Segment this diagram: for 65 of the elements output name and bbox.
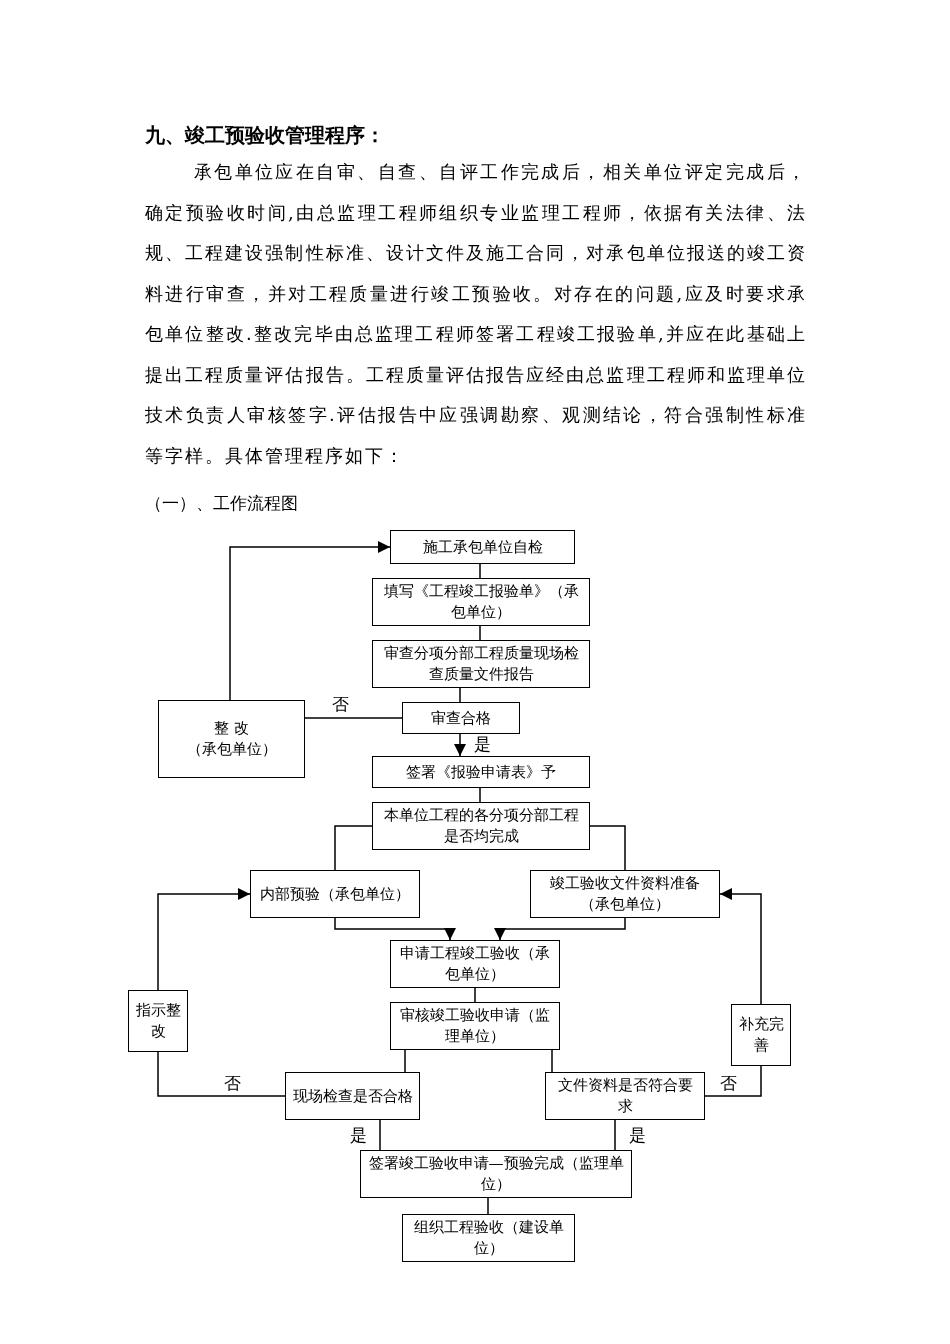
box-text: 内部预验（承包单位） xyxy=(260,883,410,905)
process-box xyxy=(158,700,305,778)
arrow xyxy=(229,541,391,701)
box-text: 整 改 xyxy=(214,718,249,739)
arrow xyxy=(719,888,762,1005)
connector-line xyxy=(487,1197,489,1215)
connector-line xyxy=(614,1119,616,1151)
process-box xyxy=(731,1004,791,1066)
edge-label: 否 xyxy=(718,1073,739,1093)
connector-line xyxy=(551,1049,553,1073)
process-box xyxy=(402,702,520,734)
box-text: 审查合格 xyxy=(431,707,491,729)
box-text: 施工承包单位自检 xyxy=(422,536,543,558)
connector-line xyxy=(589,825,626,871)
box-text: 补充完善 xyxy=(738,1014,784,1056)
connector-line xyxy=(304,717,403,719)
process-box xyxy=(128,990,188,1052)
process-box xyxy=(390,1002,560,1050)
connector-line xyxy=(459,687,461,703)
process-box xyxy=(285,1072,420,1120)
arrow xyxy=(454,733,466,757)
connector-line xyxy=(474,987,476,1003)
connector-line xyxy=(479,625,481,641)
subheading: （一）、工作流程图 xyxy=(145,492,298,515)
edge-label: 否 xyxy=(222,1073,243,1093)
connector-line xyxy=(704,1065,762,1097)
connector-line xyxy=(404,1049,406,1073)
edge-label: 否 xyxy=(330,694,351,714)
process-box xyxy=(372,640,590,688)
process-box xyxy=(390,940,560,988)
connector-line xyxy=(157,1051,286,1097)
box-text: 签署《报验申请表》予 xyxy=(406,761,556,783)
arrow xyxy=(494,917,626,941)
process-box xyxy=(372,756,590,788)
connector-line xyxy=(479,787,481,803)
edge-label: 是 xyxy=(472,734,493,754)
box-text: 组织工程验收（建设单位） xyxy=(412,1217,565,1259)
process-box xyxy=(372,802,590,850)
box-text: 填写《工程竣工报验单》（承包单位） xyxy=(382,581,580,623)
process-box xyxy=(402,1214,575,1262)
box-text: 审核竣工验收申请（监理单位） xyxy=(399,1005,551,1047)
box-text: 现场检查是否合格 xyxy=(292,1085,413,1107)
process-box xyxy=(360,1150,632,1198)
edge-label: 是 xyxy=(627,1125,648,1145)
body-paragraph: 承包单位应在自审、自查、自评工作完成后，相关单位评定完成后，确定预验收时间,由总监理工程师组织专业监理工程师，依据有关法律、法规、工程建设强制性标准、设计文件及施工合同，对承包单位报送的竣工资料进行审查，并对工程质量进行竣工预验收。对存在的问题,应及时要求承包单位整改.整改完毕由总监理工程师签署工程竣工报验单,并应在此基础上提出工程质量评估报告。工程质量评估报告应经由总监理工程师和监理单位技术负责人审核签字.评估报告中应强调勘察、观测结论，符合强制性标准等字样。具体管理程序如下： xyxy=(145,160,807,468)
box-text: 签署竣工验收申请—预验完成（监理单位） xyxy=(367,1153,625,1195)
connector-line xyxy=(379,1119,381,1151)
process-box xyxy=(390,530,575,564)
edge-label: 是 xyxy=(348,1125,369,1145)
box-text: 申请工程竣工验收（承包单位） xyxy=(399,943,551,985)
connector-line xyxy=(334,825,373,871)
box-text: 竣工验收文件资料准备（承包单位） xyxy=(549,873,701,915)
process-box xyxy=(530,870,720,918)
process-box xyxy=(250,870,420,918)
section-heading: 九、竣工预验收管理程序： xyxy=(145,122,385,149)
box-text: 审查分项分部工程质量现场检查质量文件报告 xyxy=(382,643,580,685)
arrow xyxy=(334,917,456,941)
arrow xyxy=(157,888,251,991)
box-text: （承包单位） xyxy=(186,739,277,760)
box-text: 本单位工程的各分项分部工程是否均完成 xyxy=(382,805,580,847)
box-text: 文件资料是否符合要求 xyxy=(556,1075,694,1117)
box-text: 指示整改 xyxy=(135,1000,181,1042)
process-box xyxy=(372,578,590,626)
connector-line xyxy=(479,563,481,579)
process-box xyxy=(545,1072,705,1120)
